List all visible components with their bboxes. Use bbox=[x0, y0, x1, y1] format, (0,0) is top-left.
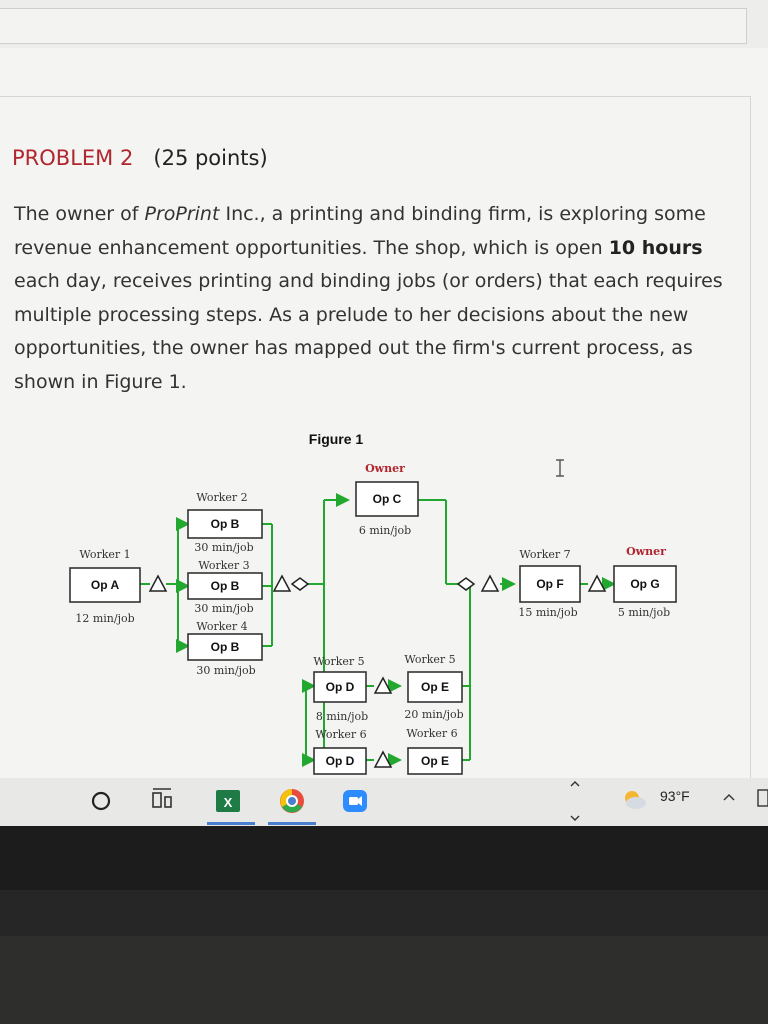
address-area[interactable] bbox=[0, 8, 747, 44]
flow-lines bbox=[140, 493, 616, 767]
op-a-worker: Worker 1 bbox=[79, 548, 130, 561]
operation-boxes bbox=[69, 481, 677, 775]
op-d2-label: Op D bbox=[326, 754, 355, 768]
problem-paragraph: The owner of ProPrint Inc., a printing a… bbox=[14, 198, 729, 399]
search-circle-icon[interactable] bbox=[91, 791, 111, 811]
op-a-rate: 12 min/job bbox=[75, 612, 134, 625]
op-c-worker: Owner bbox=[365, 462, 405, 475]
text-cursor-icon bbox=[556, 459, 564, 477]
operation-labels: Op A Op B Op B Op B Op C Op D Op E Op D … bbox=[91, 492, 660, 768]
op-e1-label: Op E bbox=[421, 680, 449, 694]
op-g-label: Op G bbox=[630, 577, 659, 591]
chrome-icon[interactable] bbox=[268, 789, 316, 825]
op-d1-worker: Worker 5 bbox=[313, 655, 364, 668]
paragraph-line-3: each day, receives printing and binding … bbox=[14, 270, 723, 292]
windows-taskbar: X bbox=[0, 778, 768, 826]
op-g-box bbox=[613, 565, 677, 603]
op-b3-rate: 30 min/job bbox=[196, 664, 255, 677]
op-f-worker: Worker 7 bbox=[519, 548, 570, 561]
weather-temperature[interactable]: 93°F bbox=[660, 788, 690, 804]
op-e1-box bbox=[407, 671, 463, 703]
inventory-triangle-b bbox=[272, 574, 292, 592]
paragraph-line-4: multiple processing steps. As a prelude … bbox=[14, 303, 689, 326]
process-flow-figure: Figure 1 bbox=[69, 431, 677, 775]
op-d1-label: Op D bbox=[326, 680, 355, 694]
merge-diamond bbox=[456, 577, 476, 591]
decision-diamonds bbox=[290, 577, 476, 591]
edge-icon[interactable] bbox=[757, 789, 768, 807]
paragraph-line-1: The owner of ProPrint Inc., a printing a… bbox=[14, 203, 706, 225]
op-b1-worker: Worker 2 bbox=[196, 491, 247, 504]
op-d1-rate: 8 min/job bbox=[316, 710, 368, 723]
op-b3-worker: Worker 4 bbox=[196, 620, 247, 633]
inventory-triangle-de1 bbox=[373, 676, 393, 694]
inventory-triangle-de2 bbox=[373, 750, 393, 768]
op-e2-worker: Worker 6 bbox=[406, 727, 457, 740]
weather-cloud-icon[interactable] bbox=[625, 791, 646, 809]
desk-surface bbox=[0, 936, 768, 1024]
problem-heading: PROBLEM 2 (25 points) bbox=[12, 146, 268, 170]
op-b2-rate: 30 min/job bbox=[194, 602, 253, 615]
content-right-border bbox=[750, 96, 751, 786]
op-c-label: Op C bbox=[373, 492, 402, 506]
split-diamond bbox=[290, 577, 310, 591]
task-view-icon[interactable] bbox=[152, 788, 172, 808]
inventory-triangle-g bbox=[587, 574, 607, 592]
op-g-rate: 5 min/job bbox=[618, 606, 670, 619]
worker-labels: Worker 1 12 min/job Worker 2 30 min/job … bbox=[75, 462, 670, 741]
op-b3-box bbox=[187, 633, 263, 661]
figure-title: Figure 1 bbox=[309, 431, 364, 447]
content-divider bbox=[0, 96, 750, 97]
op-c-box bbox=[355, 481, 419, 517]
chevron-up-down-icon[interactable] bbox=[570, 781, 580, 821]
inventory-triangles bbox=[148, 574, 607, 768]
op-e1-worker: Worker 5 bbox=[404, 653, 455, 666]
op-d2-worker: Worker 6 bbox=[315, 728, 366, 741]
op-f-label: Op F bbox=[536, 577, 563, 591]
op-b1-box bbox=[187, 509, 263, 539]
paragraph-line-2: revenue enhancement opportunities. The s… bbox=[14, 236, 703, 259]
op-e1-rate: 20 min/job bbox=[404, 708, 463, 721]
op-f-rate: 15 min/job bbox=[518, 606, 577, 619]
op-b1-rate: 30 min/job bbox=[194, 541, 253, 554]
show-hidden-icons-chevron-icon[interactable] bbox=[723, 794, 735, 801]
op-b2-worker: Worker 3 bbox=[198, 559, 249, 572]
op-b2-label: Op B bbox=[211, 579, 240, 593]
problem-title: PROBLEM 2 bbox=[12, 146, 134, 170]
op-a-box bbox=[69, 567, 141, 603]
op-b2-box bbox=[187, 572, 263, 600]
svg-text:X: X bbox=[224, 795, 233, 810]
inventory-triangle-a bbox=[148, 574, 168, 592]
zoom-icon[interactable] bbox=[343, 790, 367, 812]
op-a-label: Op A bbox=[91, 578, 120, 592]
op-d1-box bbox=[313, 671, 367, 703]
paragraph-line-6: shown in Figure 1. bbox=[14, 370, 187, 393]
op-b1-label: Op B bbox=[211, 517, 240, 531]
op-d2-box bbox=[313, 747, 367, 775]
op-e2-label: Op E bbox=[421, 754, 449, 768]
op-e2-box bbox=[407, 747, 463, 775]
problem-points: (25 points) bbox=[153, 146, 268, 170]
paragraph-line-5: opportunities, the owner has mapped out … bbox=[14, 337, 693, 359]
inventory-triangle-f bbox=[480, 574, 500, 592]
op-b3-label: Op B bbox=[211, 640, 240, 654]
op-f-box bbox=[519, 565, 581, 603]
op-c-rate: 6 min/job bbox=[359, 524, 411, 537]
op-g-worker: Owner bbox=[626, 545, 666, 558]
excel-icon[interactable]: X bbox=[207, 790, 255, 825]
